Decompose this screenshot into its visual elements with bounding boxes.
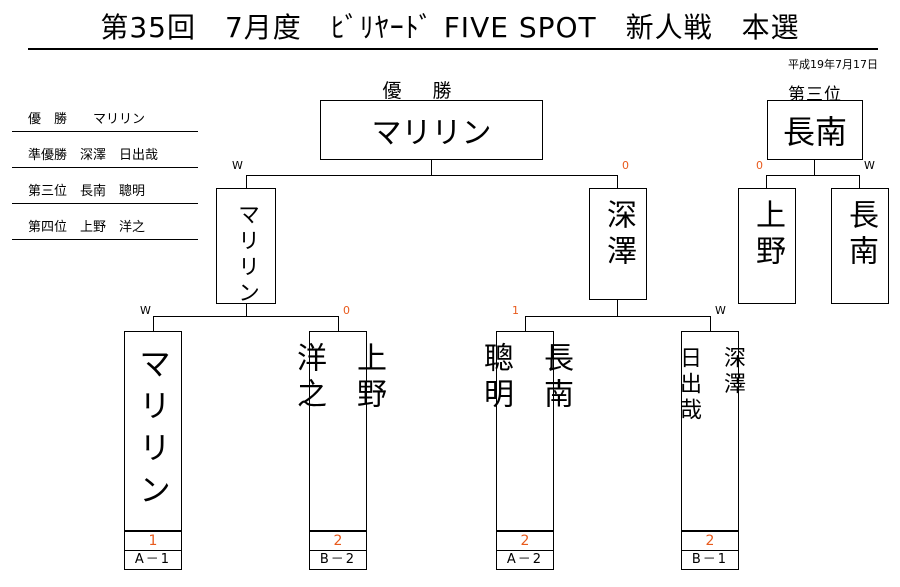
- player-score-3: 2: [496, 531, 554, 550]
- bracket-line: [246, 175, 618, 176]
- bracket-line: [525, 316, 711, 317]
- player-score-4: 2: [681, 531, 739, 550]
- player-card-2: 上野 洋之 2 B－2: [291, 331, 386, 570]
- results-divider: [12, 203, 198, 204]
- player-seed-1: A－1: [124, 550, 182, 570]
- bracket-line: [859, 175, 860, 188]
- result-runner-up: 準優勝 深澤 日出哉: [28, 148, 159, 163]
- results-divider: [12, 167, 198, 168]
- page-title: 第35回 7月度 ﾋﾞﾘﾔｰﾄﾞ FIVE SPOT 新人戦 本選: [100, 11, 800, 44]
- semifinal-right-mark: 0: [622, 159, 629, 172]
- event-date: 平成19年7月17日: [788, 58, 878, 71]
- semifinal-left-box: マリリン: [216, 188, 276, 307]
- results-divider: [12, 131, 198, 132]
- third-place-left-mark: 0: [756, 159, 763, 172]
- player-name-3: 長南 聰明: [478, 331, 573, 531]
- semifinal-right-box: 深澤: [589, 188, 647, 300]
- player-seed-4: B－1: [681, 550, 739, 570]
- result-third: 第三位 長南 聰明: [28, 184, 146, 199]
- bracket-line: [153, 316, 154, 332]
- title-underline: [28, 48, 878, 50]
- player-name-2: 上野 洋之: [291, 331, 386, 531]
- bracket-line: [153, 316, 339, 317]
- bracket-line: [246, 304, 247, 317]
- third-place-winner-box: 長南: [767, 100, 863, 160]
- bracket-line: [431, 160, 432, 176]
- round1-mark-3: 1: [512, 304, 519, 317]
- result-fourth: 第四位 上野 洋之: [28, 220, 146, 235]
- bracket-line: [338, 316, 339, 332]
- player-name-4: 深澤 日出哉: [676, 331, 745, 531]
- semifinal-left-mark: W: [232, 159, 243, 172]
- third-place-right-mark: W: [864, 159, 875, 172]
- results-list: 優 勝 マリリン 準優勝 深澤 日出哉 第三位 長南 聰明 第四位 上野 洋之: [12, 108, 198, 240]
- player-card-3: 長南 聰明 2 A－2: [478, 331, 573, 570]
- third-place-right-box: 長南: [831, 188, 889, 304]
- player-card-4: 深澤 日出哉 2 B－1: [676, 331, 745, 570]
- player-seed-3: A－2: [496, 550, 554, 570]
- result-champion: 優 勝 マリリン: [28, 112, 146, 127]
- player-seed-2: B－2: [309, 550, 367, 570]
- round1-mark-4: W: [715, 304, 726, 317]
- round1-mark-1: W: [140, 304, 151, 317]
- champion-box: マリリン: [320, 100, 543, 160]
- bracket-line: [246, 175, 247, 189]
- player-score-1: 1: [124, 531, 182, 550]
- bracket-line: [814, 160, 815, 176]
- player-name-1: マリリン: [124, 331, 182, 531]
- champion-heading: 優 勝: [382, 80, 458, 102]
- round1-mark-2: 0: [343, 304, 350, 317]
- bracket-line: [525, 316, 526, 332]
- bracket-line: [766, 175, 767, 188]
- bracket-line: [766, 175, 860, 176]
- bracket-line: [710, 316, 711, 332]
- bracket-line: [617, 300, 618, 317]
- results-divider: [12, 239, 198, 240]
- player-score-2: 2: [309, 531, 367, 550]
- third-place-left-box: 上野: [738, 188, 796, 304]
- bracket-line: [617, 175, 618, 189]
- player-card-1: マリリン 1 A－1: [124, 331, 182, 570]
